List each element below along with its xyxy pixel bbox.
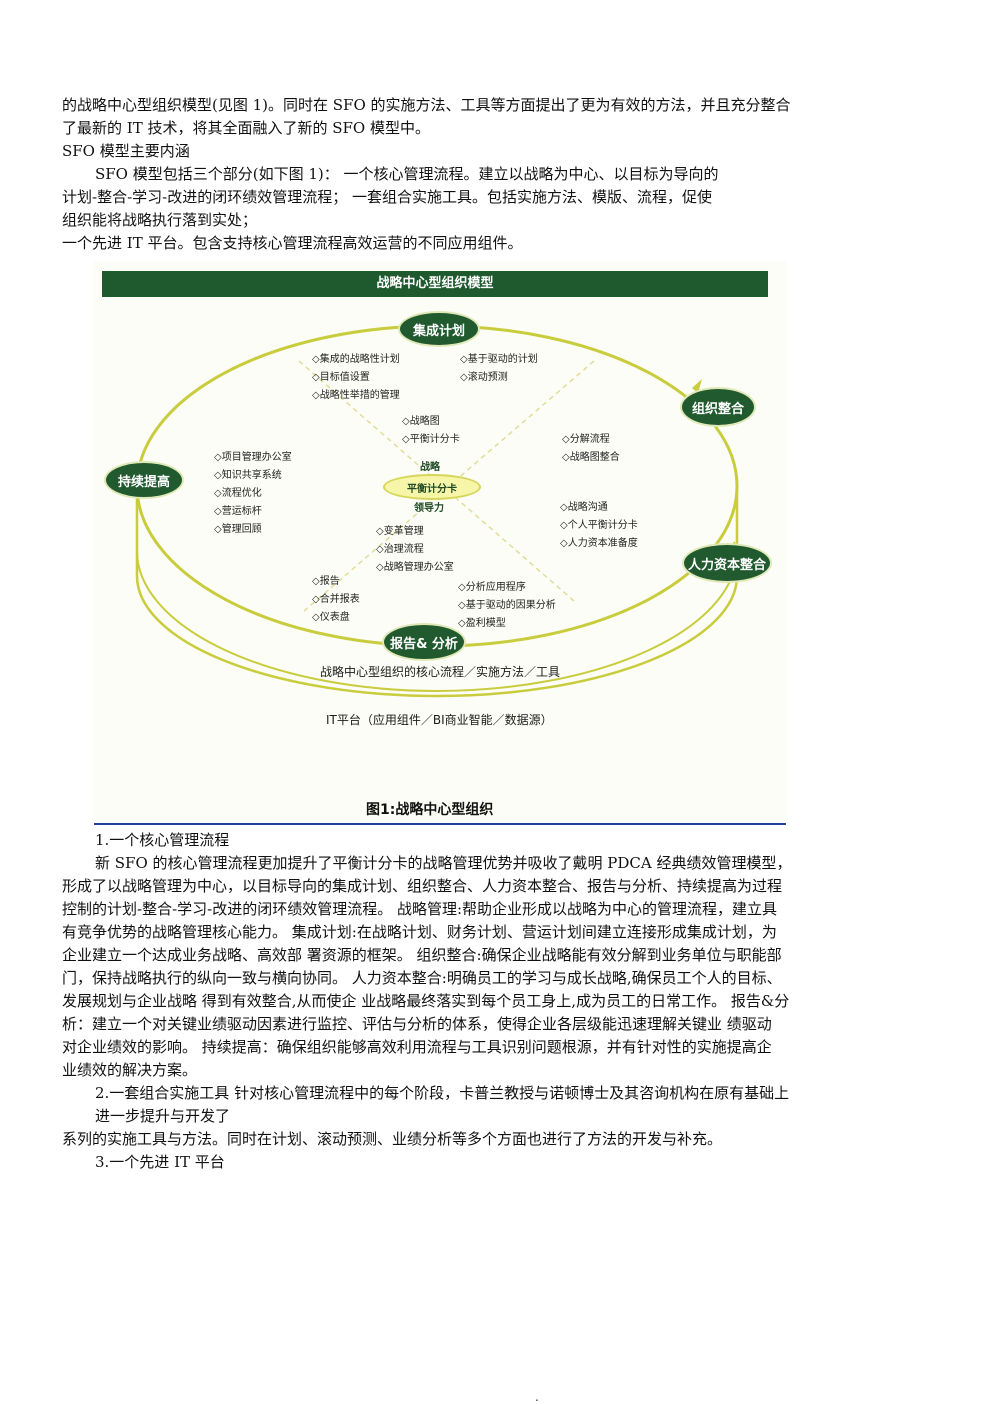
plan-right-list: ◇基于驱动的计划 ◇滚动预测 <box>460 351 538 387</box>
list-item: ◇人力资本准备度 <box>560 538 638 549</box>
intro-line-1: 的战略中心型组织模型(见图 1)。同时在 SFO 的实施方法、工具等方面提出了更… <box>62 96 791 114</box>
body-line: 新 SFO 的核心管理流程更加提升了平衡计分卡的战略管理优势并吸收了戴明 PDC… <box>95 854 792 872</box>
sfo-model-figure: 战略中心型组织模型 集成计划 组织整合 人力资本整合 报告& 分析 持续提高 战… <box>94 261 786 823</box>
figure-title: 战略中心型组织模型 <box>102 271 768 297</box>
list-item: ◇平衡计分卡 <box>402 434 460 445</box>
intro-line-7: 一个先进 IT 平台。包含支持核心管理流程高效运营的不同应用组件。 <box>62 234 523 252</box>
body-line: 进一步提升与开发了 <box>95 1107 231 1125</box>
node-integrated-plan: 集成计划 <box>400 313 478 345</box>
body-line: 发展规划与企业战略 得到有效整合,从而使企 业战略最终落实到每个员工身上,成为员… <box>62 992 790 1010</box>
list-item: ◇战略图 <box>402 416 440 427</box>
footer-mark: . <box>535 1390 539 1404</box>
list-item: ◇变革管理 <box>376 526 424 537</box>
body-line: 析：建立一个对关键业绩驱动因素进行监控、评估与分析的体系，使得企业各层级能迅速理… <box>62 1015 772 1033</box>
heading-core-process: 1.一个核心管理流程 <box>95 831 230 849</box>
node-org-integration: 组织整合 <box>682 389 754 425</box>
intro-line-5: 计划-整合-学习-改进的闭环绩效管理流程； 一套组合实施工具。包括实施方法、模版… <box>62 188 712 206</box>
list-item: ◇盈利模型 <box>458 618 506 629</box>
center-bsc: 平衡计分卡 <box>383 474 481 500</box>
list-item: ◇流程优化 <box>214 488 262 499</box>
figure-divider <box>94 823 786 825</box>
heading-it-platform: 3.一个先进 IT 平台 <box>95 1153 225 1171</box>
list-item: ◇战略性举措的管理 <box>312 390 400 401</box>
list-item: ◇知识共享系统 <box>214 470 282 481</box>
body-line: 对企业绩效的影响。 持续提高：确保组织能够高效利用流程与工具识别问题根源，并有针… <box>62 1038 772 1056</box>
report-right-list: ◇分析应用程序 ◇基于驱动的因果分析 ◇盈利模型 <box>458 579 556 633</box>
list-item: ◇战略沟通 <box>560 502 608 513</box>
intro-line-2: 了最新的 IT 技术，将其全面融入了新的 SFO 模型中。 <box>62 119 430 137</box>
list-item: ◇合并报表 <box>312 594 360 605</box>
improve-list: ◇项目管理办公室 ◇知识共享系统 ◇流程优化 ◇营运标杆 ◇管理回顾 <box>214 449 292 539</box>
body-line: 形成了以战略管理为中心，以目标导向的集成计划、组织整合、人力资本整合、报告与分析… <box>62 877 783 895</box>
center-upper-list: ◇战略图 ◇平衡计分卡 <box>402 413 460 449</box>
list-item: ◇项目管理办公室 <box>214 452 292 463</box>
node-report-analysis: 报告& 分析 <box>384 625 464 659</box>
list-item: ◇战略图整合 <box>562 452 620 463</box>
org-list: ◇分解流程 ◇战略图整合 <box>562 431 620 467</box>
band-it-platform: IT平台（应用组件／BI商业智能／数据源） <box>326 713 553 727</box>
body-line: 门，保持战略执行的纵向一致与横向协同。 人力资本整合:明确员工的学习与成长战略,… <box>62 969 782 987</box>
band-core-process: 战略中心型组织的核心流程／实施方法／工具 <box>320 665 561 679</box>
center-lower-list: ◇变革管理 ◇治理流程 ◇战略管理办公室 <box>376 523 454 577</box>
figure-caption: 图1:战略中心型组织 <box>366 802 494 818</box>
plan-left-list: ◇集成的战略性计划 ◇目标值设置 ◇战略性举措的管理 <box>312 351 400 405</box>
list-item: ◇个人平衡计分卡 <box>560 520 638 531</box>
list-item: ◇分析应用程序 <box>458 582 526 593</box>
center-strategy: 战略 <box>420 462 440 473</box>
report-left-list: ◇报告 ◇合并报表 ◇仪表盘 <box>312 573 360 627</box>
list-item: ◇目标值设置 <box>312 372 370 383</box>
hr-list: ◇战略沟通 ◇个人平衡计分卡 ◇人力资本准备度 <box>560 499 638 553</box>
list-item: ◇基于驱动的因果分析 <box>458 600 556 611</box>
list-item: ◇基于驱动的计划 <box>460 354 538 365</box>
node-continuous-improve: 持续提高 <box>106 463 182 497</box>
node-hr-integration: 人力资本整合 <box>684 545 770 581</box>
list-item: ◇滚动预测 <box>460 372 508 383</box>
list-item: ◇战略管理办公室 <box>376 562 454 573</box>
list-item: ◇集成的战略性计划 <box>312 354 400 365</box>
intro-line-4: SFO 模型包括三个部分(如下图 1)： 一个核心管理流程。建立以战略为中心、以… <box>95 165 719 183</box>
body-line: 有竞争优势的战略管理核心能力。 集成计划:在战略计划、财务计划、营运计划间建立连… <box>62 923 777 941</box>
list-item: ◇仪表盘 <box>312 612 350 623</box>
list-item: ◇治理流程 <box>376 544 424 555</box>
heading-toolset: 2.一套组合实施工具 针对核心管理流程中的每个阶段，卡普兰教授与诺顿博士及其咨询… <box>95 1084 790 1102</box>
body-line: 业绩效的解决方案。 <box>62 1061 198 1079</box>
section-heading-sfo: SFO 模型主要内涵 <box>62 142 190 160</box>
center-leadership: 领导力 <box>414 503 444 514</box>
list-item: ◇分解流程 <box>562 434 610 445</box>
body-line: 系列的实施工具与方法。同时在计划、滚动预测、业绩分析等多个方面也进行了方法的开发… <box>62 1130 723 1148</box>
list-item: ◇报告 <box>312 576 340 587</box>
intro-line-6: 组织能将战略执行落到实处； <box>62 211 258 229</box>
list-item: ◇管理回顾 <box>214 524 262 535</box>
list-item: ◇营运标杆 <box>214 506 262 517</box>
body-line: 控制的计划-整合-学习-改进的闭环绩效管理流程。 战略管理:帮助企业形成以战略为… <box>62 900 778 918</box>
body-line: 企业建立一个达成业务战略、高效部 署资源的框架。 组织整合:确保企业战略能有效分… <box>62 946 782 964</box>
